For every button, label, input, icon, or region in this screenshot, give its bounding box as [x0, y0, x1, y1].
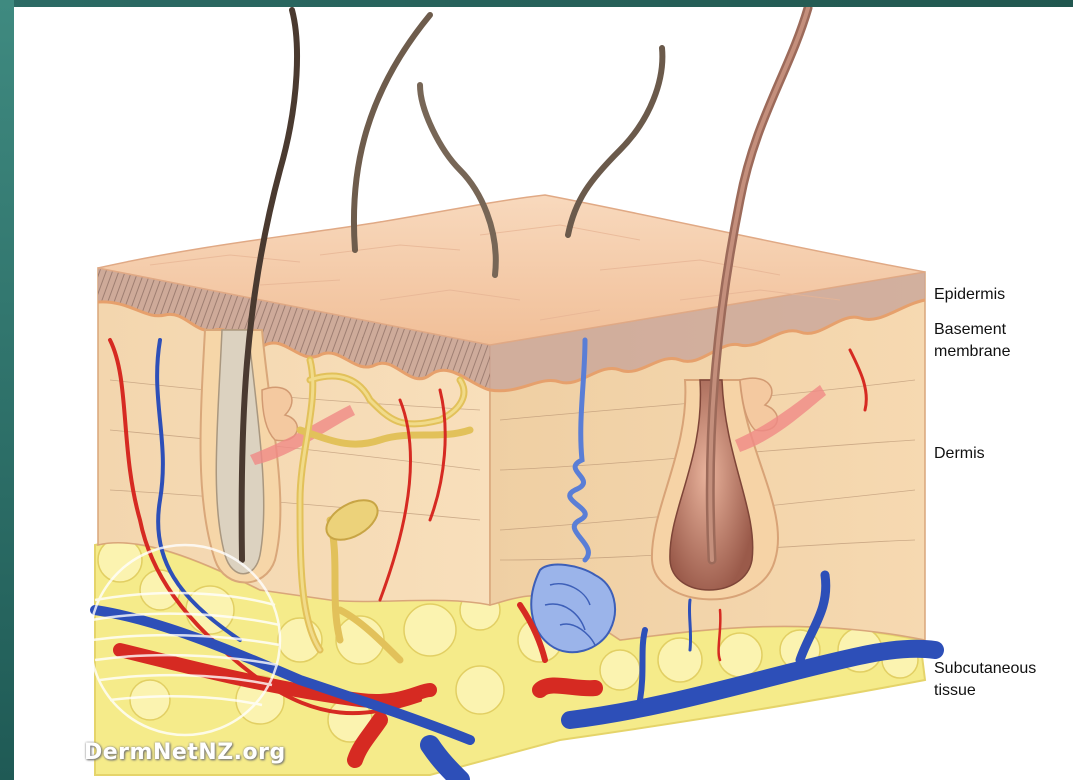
- label-basement-membrane-line2: membrane: [934, 342, 1010, 361]
- watermark-text: DermNetNZ.org: [84, 740, 286, 765]
- label-subcutaneous-line1: Subcutaneous: [934, 659, 1036, 678]
- label-subcutaneous-line2: tissue: [934, 681, 976, 700]
- left-border: [0, 0, 14, 780]
- label-epidermis: Epidermis: [934, 285, 1005, 304]
- label-basement-membrane-line1: Basement: [934, 320, 1006, 339]
- label-dermis: Dermis: [934, 444, 985, 463]
- skin-cross-section-illustration: [14, 7, 1073, 780]
- top-border: [0, 0, 1073, 7]
- diagram-canvas: Epidermis Basement membrane Dermis Subcu…: [14, 7, 1073, 780]
